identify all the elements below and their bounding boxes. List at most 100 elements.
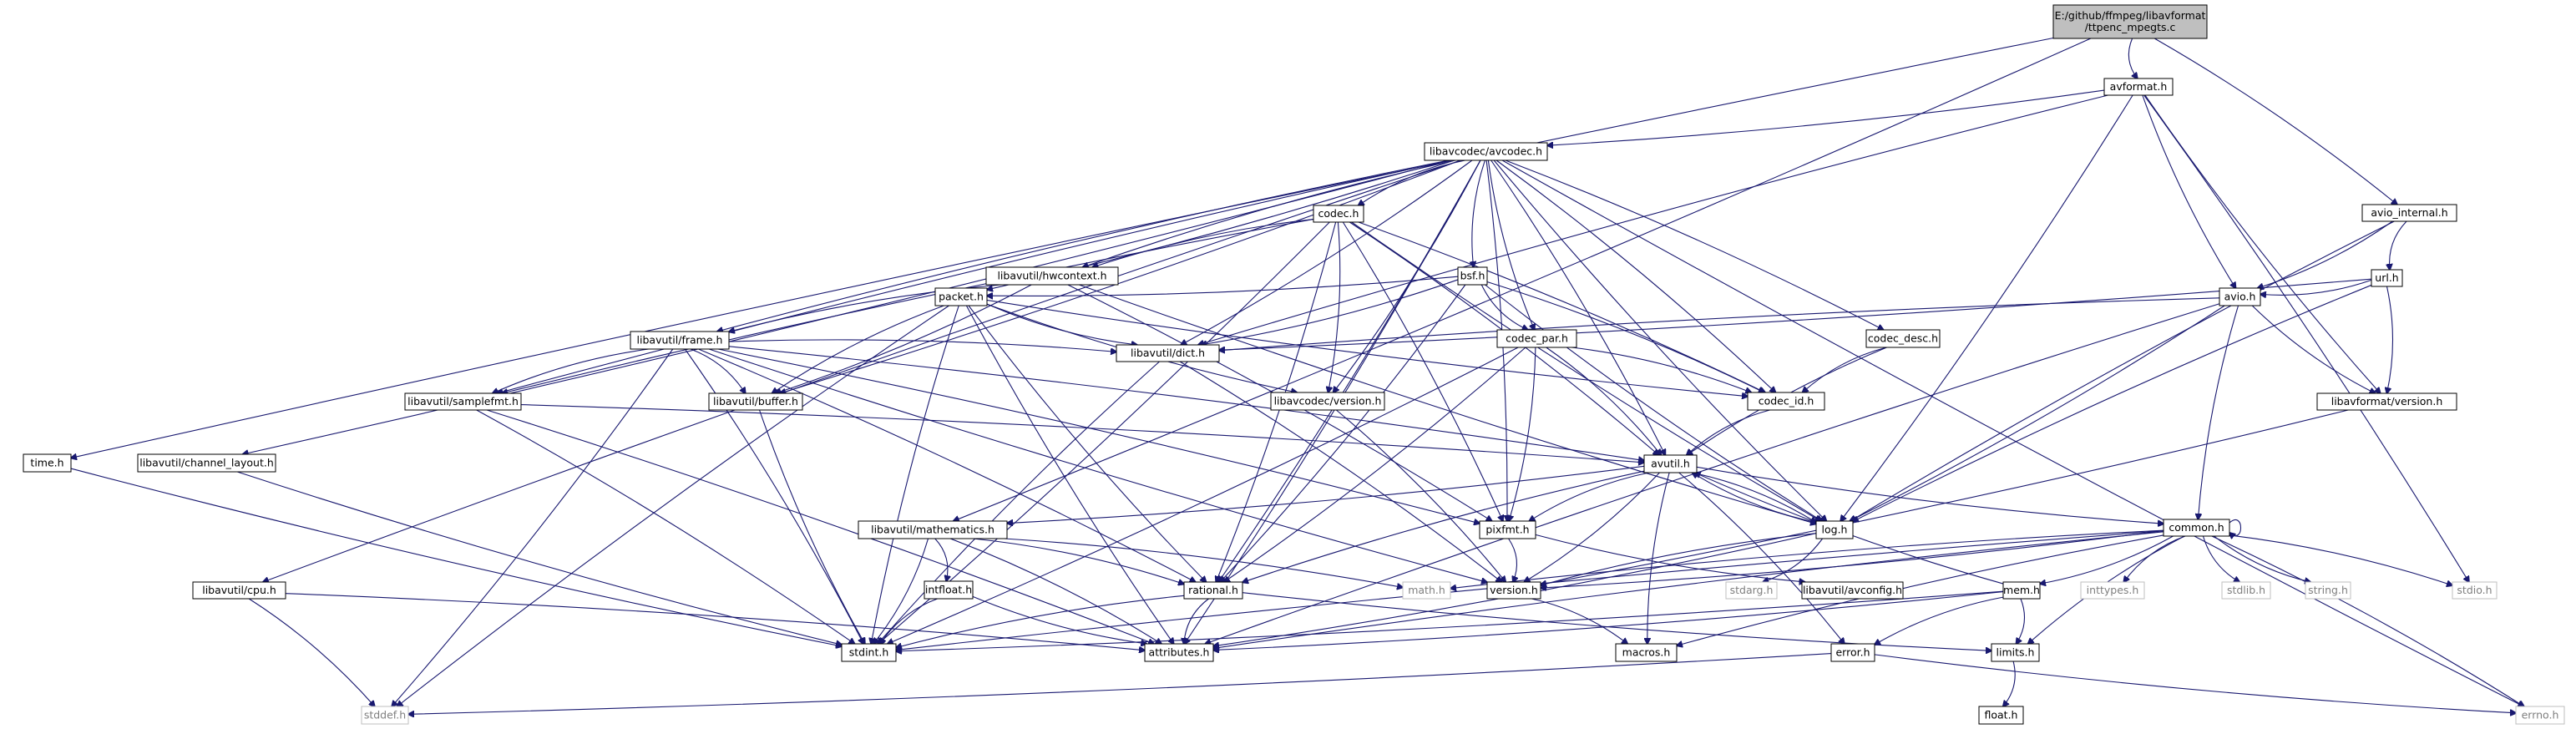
edge-error-to-stddef bbox=[408, 653, 1832, 715]
node-frame[interactable]: libavutil/frame.h bbox=[630, 331, 730, 350]
node-box bbox=[1457, 266, 1488, 286]
edge-packet-to-rational bbox=[968, 305, 1206, 582]
node-packet[interactable]: packet.h bbox=[934, 287, 988, 306]
node-time[interactable]: time.h bbox=[23, 453, 72, 473]
edge-avio-to-lavf_version bbox=[2251, 305, 2375, 393]
edge-mathematics-to-math bbox=[1004, 538, 1403, 588]
node-root[interactable]: E:/github/ffmpeg/libavformat/ttpenc_mpeg… bbox=[2052, 4, 2208, 39]
node-avconfig[interactable]: libavutil/avconfig.h bbox=[1801, 581, 1904, 600]
node-hwcontext[interactable]: libavutil/hwcontext.h bbox=[985, 266, 1119, 286]
edge-codec-to-log bbox=[1351, 221, 1821, 521]
edge-rational-to-limits bbox=[1242, 592, 1991, 651]
node-codec-id[interactable]: codec_id.h bbox=[1747, 392, 1825, 411]
node-avio[interactable]: avio.h bbox=[2219, 287, 2261, 306]
node-stdint[interactable]: stdint.h bbox=[841, 643, 897, 662]
edge-common-to-stdio bbox=[2229, 534, 2452, 585]
node-box bbox=[1479, 520, 1536, 539]
node-lavf-version[interactable]: libavformat/version.h bbox=[2316, 392, 2457, 411]
node-string[interactable]: string.h bbox=[2305, 581, 2351, 600]
node-box bbox=[1801, 581, 1904, 600]
node-label: libavutil/channel_layout.h bbox=[139, 457, 274, 469]
edge-log-to-avutil bbox=[1693, 473, 1817, 524]
node-box bbox=[1815, 520, 1854, 539]
edge-codec_par-to-rational bbox=[1224, 347, 1526, 582]
node-intfloat[interactable]: intfloat.h bbox=[924, 580, 974, 600]
node-box bbox=[1643, 454, 1698, 473]
node-box bbox=[2221, 581, 2271, 600]
node-version[interactable]: version.h bbox=[1486, 581, 1541, 600]
node-stdlib[interactable]: stdlib.h bbox=[2221, 581, 2271, 600]
node-cpu[interactable]: libavutil/cpu.h bbox=[192, 581, 286, 600]
edge-samplefmt-to-avutil bbox=[520, 404, 1644, 463]
node-stddef[interactable]: stddef.h bbox=[361, 706, 409, 725]
edge-common-to-version bbox=[1541, 530, 2164, 588]
node-label: libavutil/buffer.h bbox=[713, 395, 798, 408]
node-label: bsf.h bbox=[1460, 270, 1485, 282]
node-bsf[interactable]: bsf.h bbox=[1457, 266, 1488, 286]
edge-packet-to-buffer bbox=[772, 305, 944, 393]
edge-samplefmt-to-stdint bbox=[476, 409, 855, 644]
node-box bbox=[1865, 329, 1941, 348]
node-attributes[interactable]: attributes.h bbox=[1144, 643, 1214, 662]
node-lavc-version[interactable]: libavcodec/version.h bbox=[1270, 392, 1385, 411]
node-errno[interactable]: errno.h bbox=[2515, 706, 2565, 725]
node-box bbox=[2361, 204, 2457, 222]
node-error[interactable]: error.h bbox=[1830, 643, 1875, 662]
node-buffer[interactable]: libavutil/buffer.h bbox=[708, 392, 803, 411]
node-mathematics[interactable]: libavutil/mathematics.h bbox=[858, 520, 1008, 539]
node-dict[interactable]: libavutil/dict.h bbox=[1116, 344, 1220, 362]
edge-mem-to-error bbox=[1875, 596, 2004, 645]
edge-url-to-log bbox=[1853, 284, 2372, 521]
node-label: libavutil/frame.h bbox=[637, 334, 723, 347]
edge-avcodec-to-hwcontext bbox=[1083, 159, 1456, 267]
node-url[interactable]: url.h bbox=[2371, 269, 2403, 287]
node-avutil[interactable]: avutil.h bbox=[1643, 454, 1698, 473]
edge-avutil-to-pixfmt bbox=[1529, 472, 1649, 521]
node-log[interactable]: log.h bbox=[1815, 520, 1854, 539]
edge-avformat-to-avcodec bbox=[1547, 89, 2105, 145]
node-label: common.h bbox=[2169, 521, 2224, 534]
edge-buffer-to-stdint bbox=[758, 409, 865, 644]
edge-dict-to-version bbox=[1179, 361, 1501, 582]
node-samplefmt[interactable]: libavutil/samplefmt.h bbox=[404, 392, 522, 411]
node-box bbox=[1183, 581, 1243, 600]
node-box bbox=[858, 520, 1008, 539]
node-float[interactable]: float.h bbox=[1978, 706, 2024, 725]
node-inttypes[interactable]: inttypes.h bbox=[2080, 581, 2145, 600]
node-label: time.h bbox=[30, 457, 63, 469]
edge-root-to-avformat bbox=[2128, 38, 2137, 78]
edge-mem-to-stdint bbox=[896, 590, 2004, 651]
node-avformat[interactable]: avformat.h bbox=[2103, 78, 2174, 96]
edge-bsf-to-codec_par bbox=[1480, 284, 1527, 330]
node-pixfmt[interactable]: pixfmt.h bbox=[1479, 520, 1536, 539]
edge-cpu-to-stddef bbox=[248, 598, 375, 706]
node-stdarg[interactable]: stdarg.h bbox=[1725, 581, 1778, 600]
node-box bbox=[1978, 706, 2024, 725]
node-avcodec[interactable]: libavcodec/avcodec.h bbox=[1424, 142, 1548, 161]
edge-channel_layout-to-stdint bbox=[237, 471, 842, 645]
node-codec[interactable]: codec.h bbox=[1313, 205, 1364, 223]
node-channel-layout[interactable]: libavutil/channel_layout.h bbox=[137, 453, 276, 473]
node-label: avformat.h bbox=[2110, 80, 2168, 93]
edge-avio-to-common bbox=[2198, 305, 2239, 519]
node-box bbox=[1144, 643, 1214, 662]
node-box bbox=[23, 453, 72, 473]
node-stdio[interactable]: stdio.h bbox=[2452, 581, 2498, 600]
node-codec-desc[interactable]: codec_desc.h bbox=[1865, 329, 1941, 348]
node-rational[interactable]: rational.h bbox=[1183, 581, 1243, 600]
node-avio-internal[interactable]: avio_internal.h bbox=[2361, 204, 2457, 222]
edge-mem-to-attributes bbox=[1213, 591, 2004, 651]
edge-packet-to-codec_id bbox=[986, 299, 1748, 396]
node-label: log.h bbox=[1822, 524, 1848, 536]
edge-hwcontext-to-buffer bbox=[776, 284, 1032, 393]
edge-avcodec-to-bsf bbox=[1472, 159, 1485, 267]
node-limits[interactable]: limits.h bbox=[1991, 643, 2040, 662]
node-box bbox=[1496, 329, 1577, 348]
node-macros[interactable]: macros.h bbox=[1615, 643, 1678, 662]
edge-rational-to-attributes bbox=[1184, 598, 1209, 644]
node-codec-par[interactable]: codec_par.h bbox=[1496, 329, 1577, 348]
node-common[interactable]: common.h bbox=[2163, 519, 2230, 537]
node-mem[interactable]: mem.h bbox=[2002, 581, 2041, 600]
node-math[interactable]: math.h bbox=[1402, 581, 1451, 600]
node-box bbox=[2002, 581, 2041, 600]
